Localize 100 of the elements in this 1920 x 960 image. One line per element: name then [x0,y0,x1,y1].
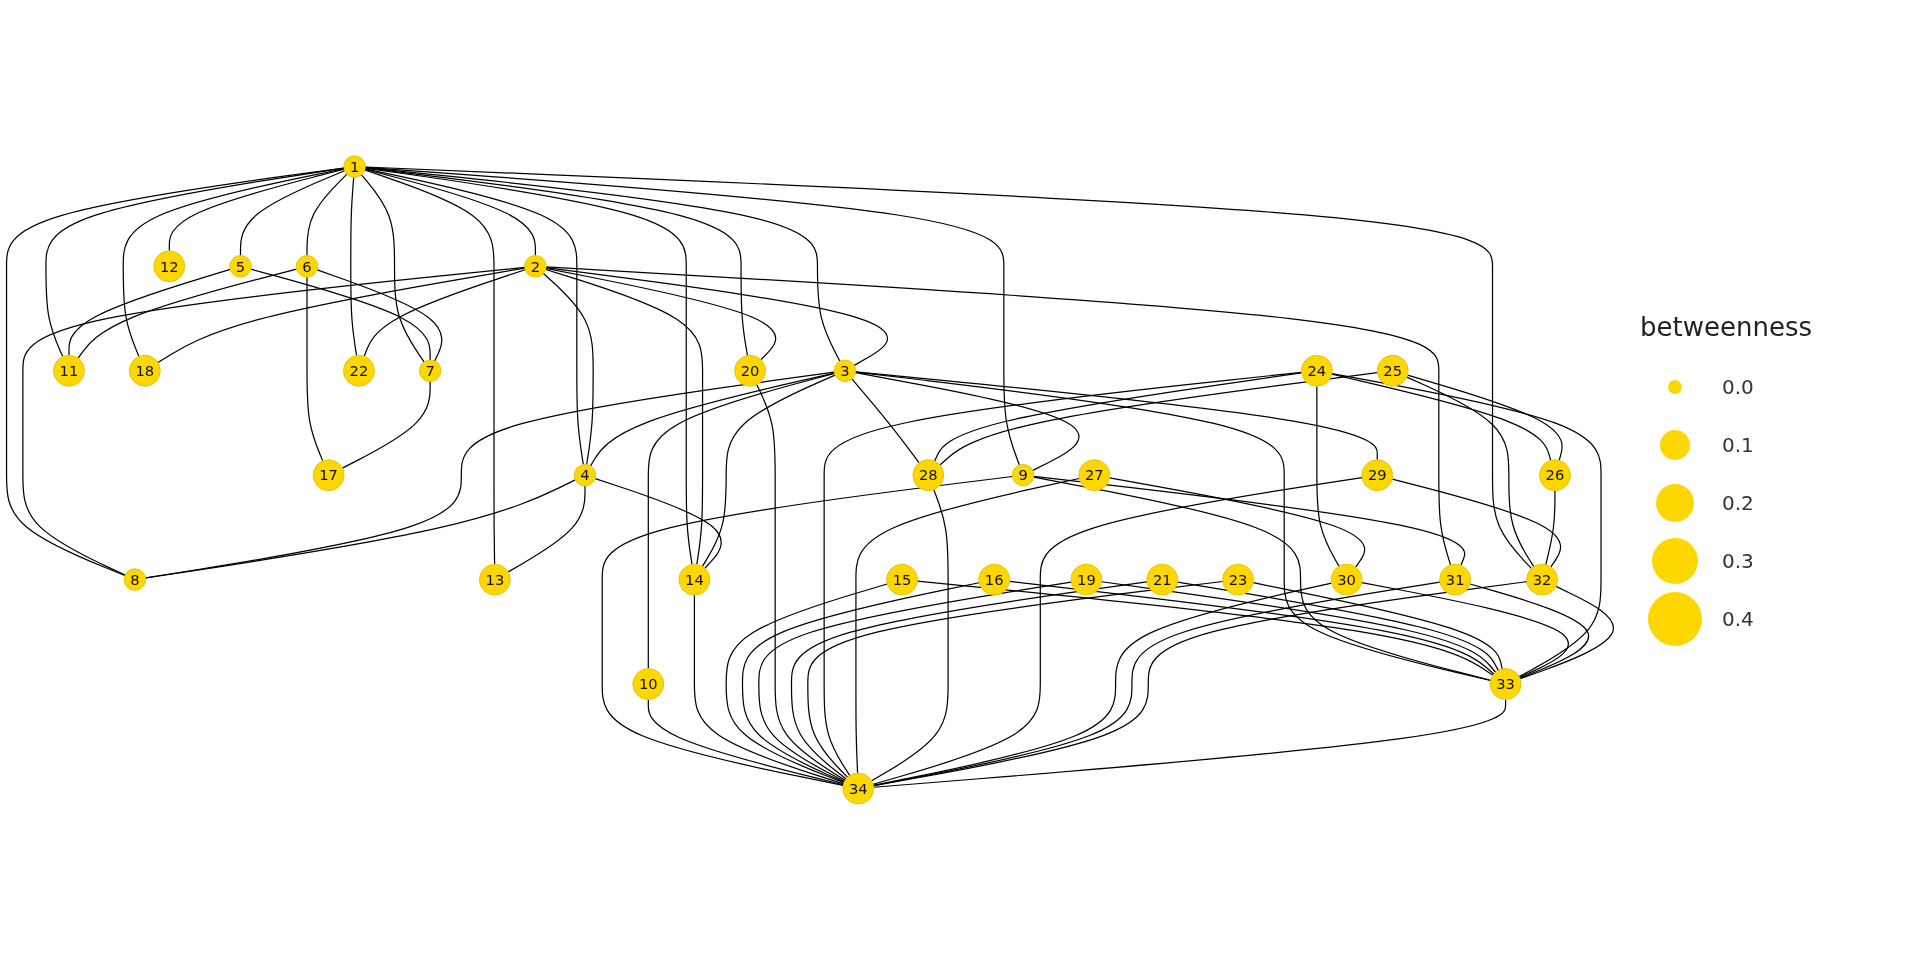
connector [45,167,345,358]
node-circle: 16 [978,564,1011,596]
connector [741,582,980,783]
node-circle: 17 [312,459,345,492]
connector [507,485,586,573]
connector [647,699,844,786]
connector [545,266,1452,566]
connector [364,167,1020,466]
legend-label: 0.4 [1722,607,1754,631]
connector [855,478,1080,774]
connector [364,167,693,566]
node-circle: 23 [1222,564,1254,596]
legend-label: 0.1 [1722,433,1754,457]
connector [306,276,324,462]
connector [790,581,1148,780]
node-circle: 1 [343,155,366,178]
node-circle: 11 [53,355,85,387]
connector [872,582,1333,787]
connector [1252,582,1503,670]
node-circle: 2 [524,255,547,278]
connector [701,374,836,568]
connector [823,372,1303,777]
connector [1406,374,1563,462]
connector [871,489,949,782]
connector [1519,586,1615,680]
connector [122,168,345,358]
connector [1361,582,1569,679]
connector [239,170,346,257]
connector [1101,581,1497,674]
connector [1316,385,1340,568]
connector [364,169,496,565]
connector [545,269,704,566]
node-circle: 32 [1526,564,1558,596]
connector [594,478,722,570]
connector [545,267,889,367]
connector [306,173,348,257]
node-circle: 15 [886,564,918,596]
connector [589,372,835,467]
connector [601,476,1013,787]
connector [934,372,1303,462]
connector [157,267,526,364]
node-circle: 25 [1376,355,1409,387]
connector [364,167,749,357]
connector [758,581,1072,783]
connector [1406,376,1535,568]
connector [144,371,835,579]
connector [725,583,888,784]
node-circle: 18 [128,355,161,387]
connector [756,384,846,782]
connector [1176,581,1499,672]
connector [316,269,443,362]
connector [144,479,576,579]
legend-label: 0.3 [1722,549,1754,573]
node-circle: 27 [1078,459,1111,492]
node-circle: 24 [1301,355,1333,387]
connector [851,378,920,464]
connector [693,594,845,785]
node-circle: 30 [1330,564,1363,596]
connector [1008,581,1495,675]
connector [1033,476,1466,567]
node-circle: 6 [295,255,319,278]
connector [22,267,526,576]
connector [364,166,1532,570]
node-circle: 14 [678,564,711,596]
node-circle: 3 [833,359,857,383]
connector [1108,477,1366,568]
node-circle: 34 [842,772,875,805]
legend-title: betweenness [1640,312,1813,342]
connector [68,269,231,357]
node-circle: 9 [1011,464,1035,487]
node-circle: 22 [343,355,375,387]
connector [1331,373,1552,462]
connector [1545,490,1556,566]
connector [364,167,841,363]
connector [1469,583,1590,680]
connector [542,273,594,466]
connector [854,372,1080,472]
node-circle: 13 [479,564,511,596]
connector [5,167,345,577]
node-circle: 29 [1361,459,1394,492]
connector [364,168,584,466]
node-circle: 21 [1146,564,1179,596]
connector [350,176,358,357]
connector [855,371,1492,682]
connector [545,268,777,361]
connector [168,168,345,252]
node-circle: 4 [573,464,597,487]
legend-label: 0.2 [1722,491,1754,515]
node-circle: 33 [1489,668,1522,701]
connector [916,580,1494,677]
connector [341,381,431,469]
connector [939,372,1378,466]
node-circle: 12 [153,250,186,283]
legend-label: 0.0 [1722,375,1754,399]
connector [360,174,425,363]
connector [855,371,1378,461]
node-circle: 28 [912,459,945,492]
connector [1391,478,1562,568]
connector [363,269,526,358]
node-circle: 8 [123,568,147,592]
